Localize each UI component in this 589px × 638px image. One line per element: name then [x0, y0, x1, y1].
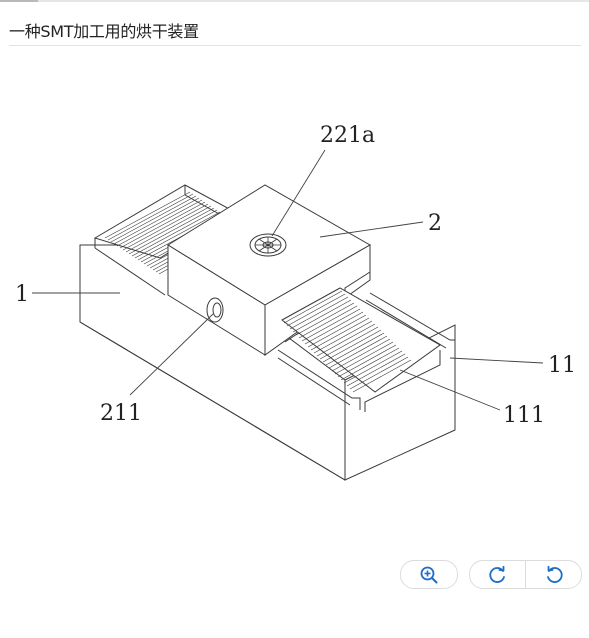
base-block	[79, 244, 456, 481]
fan-221a	[249, 233, 287, 257]
zoom-control	[400, 560, 458, 589]
page-title: 一种SMT加工用的烘干装置	[9, 22, 199, 41]
front-conveyor	[281, 287, 441, 393]
zoom-in-button[interactable]	[401, 561, 456, 588]
leader-lines	[32, 149, 544, 411]
label-11: 11	[548, 353, 576, 378]
label-1: 1	[15, 282, 29, 307]
label-211: 211	[100, 401, 142, 426]
label-2: 2	[428, 211, 442, 236]
rotate-controls	[469, 560, 582, 589]
label-221a: 221a	[320, 123, 375, 148]
rotate-counterclockwise-icon	[546, 565, 563, 583]
side-hole-211	[206, 297, 224, 323]
patent-figure: 221a 2 1 11 211 111	[0, 105, 589, 495]
rotate-clockwise-icon	[488, 565, 505, 583]
zoom-in-icon	[420, 566, 437, 583]
toolbar-separator	[525, 561, 526, 588]
top-tab-indicator	[0, 0, 38, 2]
top-divider	[0, 0, 589, 2]
title-divider	[9, 45, 581, 46]
rotate-clockwise-button[interactable]	[470, 561, 525, 588]
rotate-counterclockwise-button[interactable]	[526, 561, 581, 588]
patent-drawing: 221a 2 1 11 211 111	[15, 123, 576, 481]
label-111: 111	[503, 403, 545, 428]
front-rails	[277, 292, 456, 412]
